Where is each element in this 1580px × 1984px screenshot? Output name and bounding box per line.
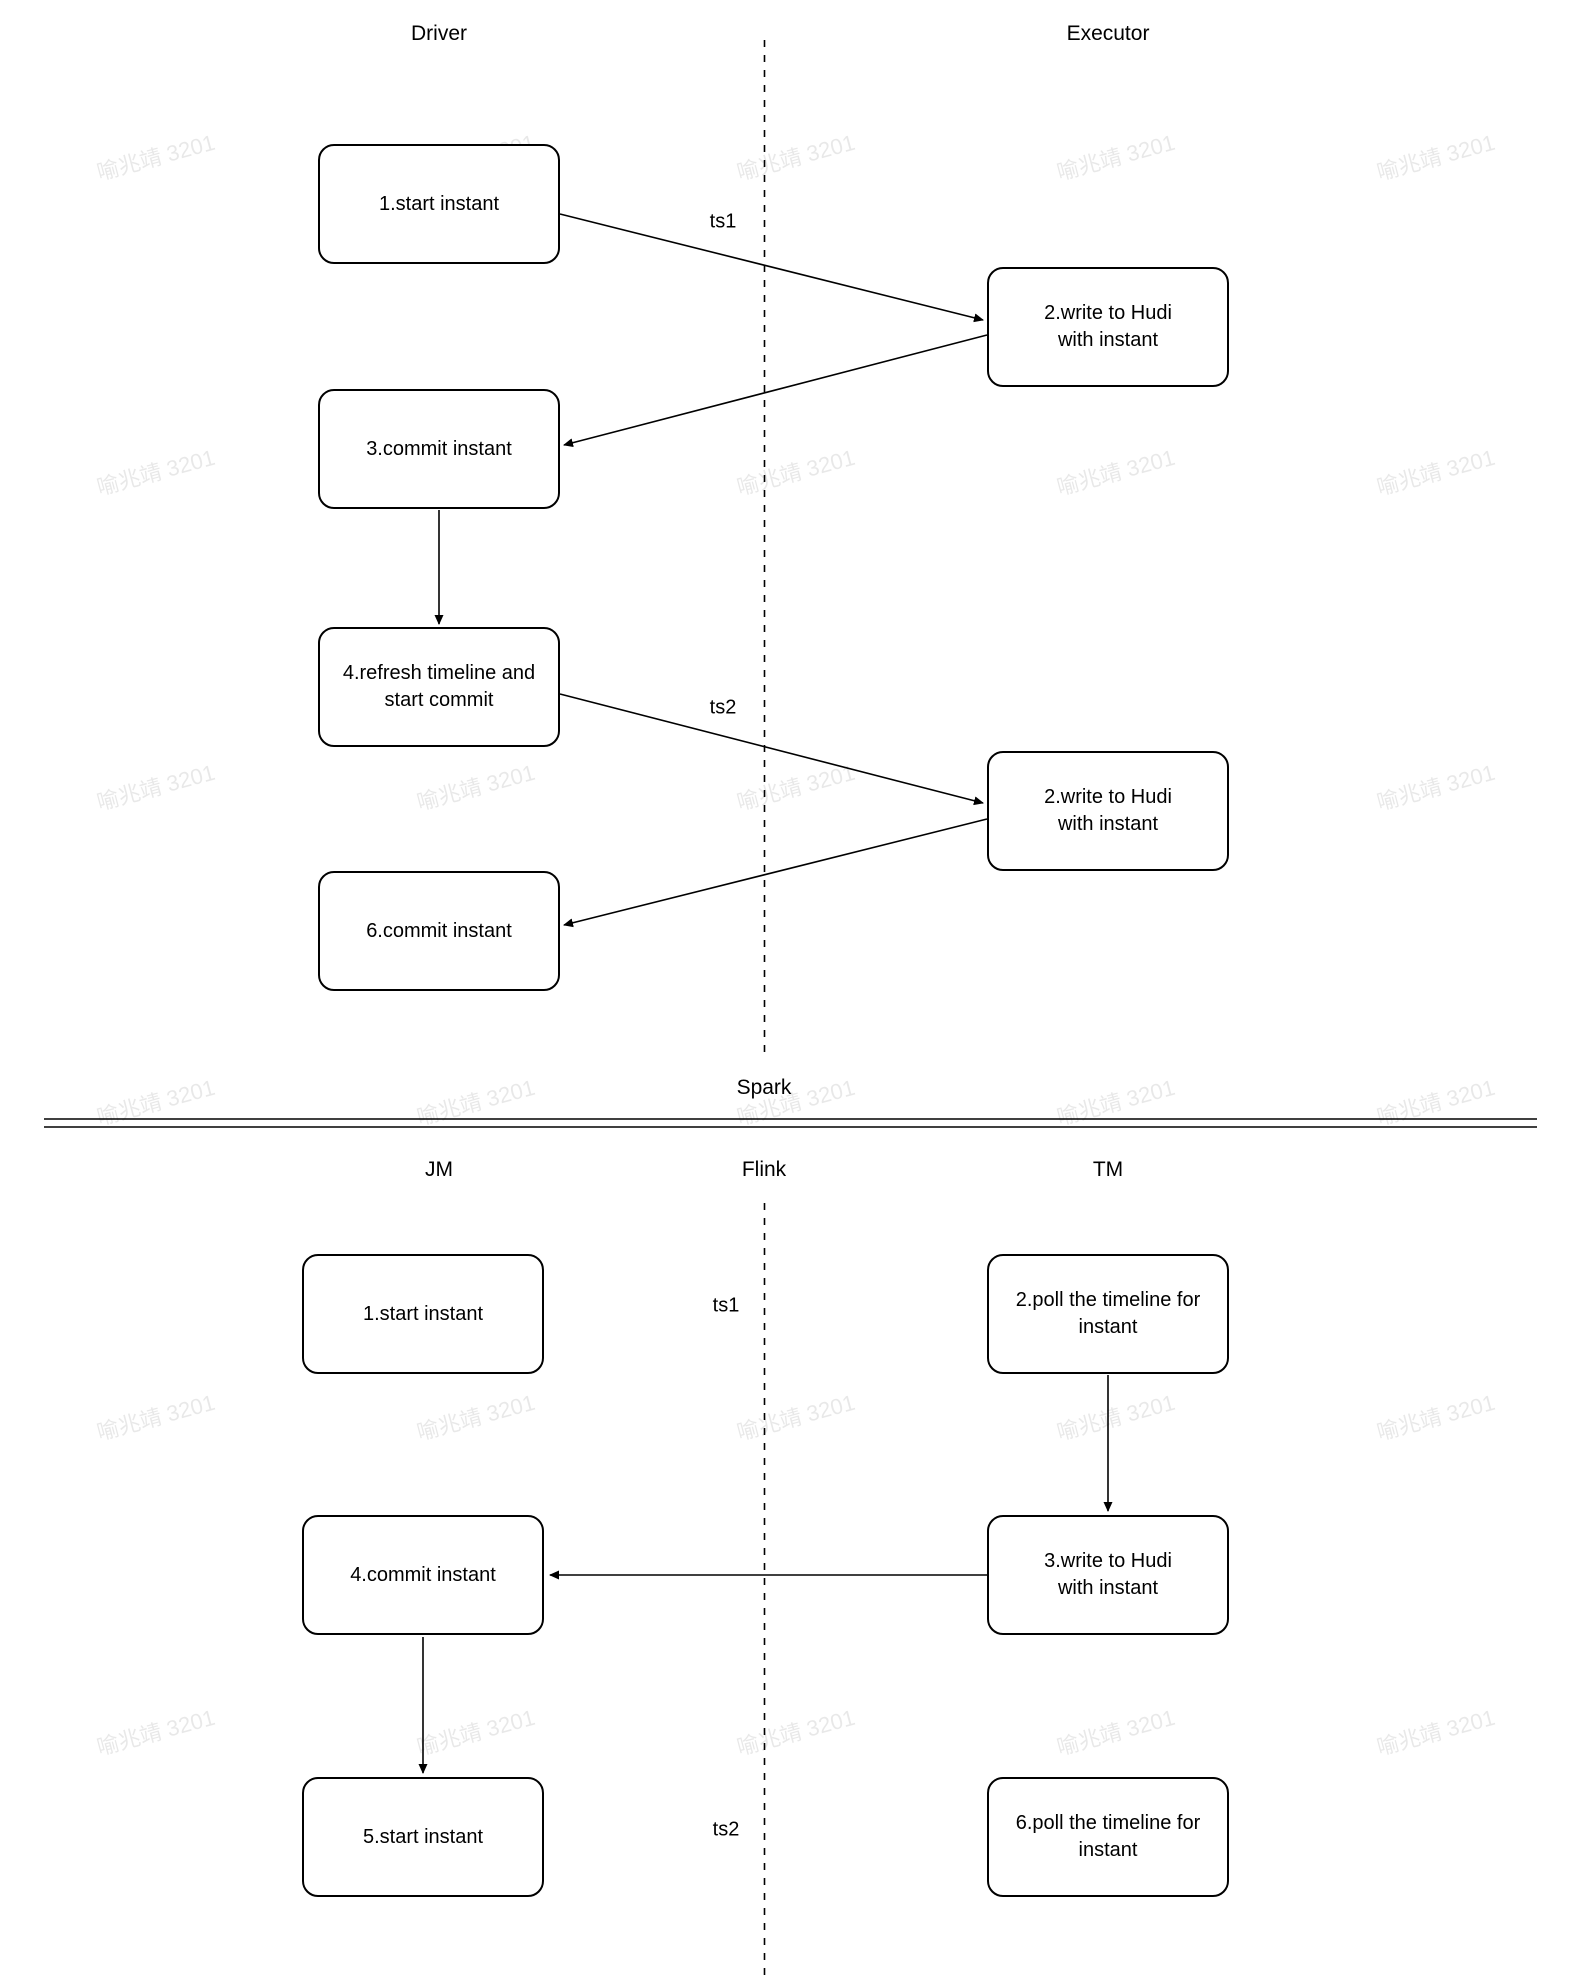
spark-node-4-refresh-timeline: 4.refresh timeline and start commit (318, 627, 560, 747)
arrow-start-instant-to-write-ts1 (559, 213, 984, 323)
watermark-text: 喻兆靖 3201 (734, 759, 858, 816)
watermark-text: 喻兆靖 3201 (734, 1704, 858, 1761)
node-label: 2.write to Hudi with instant (1044, 302, 1172, 351)
node-label: 3.commit instant (366, 437, 512, 460)
spark-section-label: Spark (736, 1076, 792, 1099)
watermark-text: 喻兆靖 3201 (94, 444, 218, 501)
node-label: 2.poll the timeline for instant (1015, 1289, 1201, 1338)
arrow-write-to-commit-instant (563, 334, 988, 448)
spark-node-3-commit-instant: 3.commit instant (318, 389, 560, 509)
spark-ts2-label: ts2 (705, 696, 741, 720)
watermark-text: 喻兆靖 3201 (1054, 1389, 1178, 1446)
watermark-text: 喻兆靖 3201 (734, 129, 858, 186)
watermark-text: 喻兆靖 3201 (1054, 129, 1178, 186)
node-label: 4.refresh timeline and start commit (342, 662, 536, 711)
spark-ts1-label: ts1 (705, 210, 741, 234)
node-label: 1.start instant (378, 192, 500, 215)
watermark-text: 喻兆靖 3201 (1374, 1704, 1498, 1761)
watermark-text: 喻兆靖 3201 (1054, 1074, 1178, 1131)
flink-jm-header: JM (425, 1158, 453, 1181)
node-label: 5.start instant (362, 1825, 484, 1848)
node-label: 1.start instant (362, 1302, 484, 1325)
watermark-text: 喻兆靖 3201 (1054, 444, 1178, 501)
watermark-text: 喻兆靖 3201 (94, 1074, 218, 1131)
watermark-text: 喻兆靖 3201 (414, 1704, 538, 1761)
flink-node-6-poll-timeline: 6.poll the timeline for instant (987, 1777, 1229, 1897)
watermark-text: 喻兆靖 3201 (1374, 759, 1498, 816)
watermark-text: 喻兆靖 3201 (414, 759, 538, 816)
watermark-text: 喻兆靖 3201 (1374, 1389, 1498, 1446)
spark-node-2-write-to-hudi: 2.write to Hudi with instant (987, 267, 1229, 387)
watermark-text: 喻兆靖 3201 (94, 1704, 218, 1761)
watermark-text: 喻兆靖 3201 (414, 1074, 538, 1131)
watermark-text: 喻兆靖 3201 (94, 759, 218, 816)
node-label: 6.commit instant (366, 919, 512, 942)
spark-node-5-write-to-hudi: 2.write to Hudi with instant (987, 751, 1229, 871)
watermark-text: 喻兆靖 3201 (1374, 1074, 1498, 1131)
watermark-text: 喻兆靖 3201 (94, 129, 218, 186)
watermark-text: 喻兆靖 3201 (414, 1389, 538, 1446)
flink-node-3-write-to-hudi: 3.write to Hudi with instant (987, 1515, 1229, 1635)
spark-executor-header: Executor (1066, 22, 1150, 45)
flink-node-1-start-instant: 1.start instant (302, 1254, 544, 1374)
arrow-write-to-commit-instant-2 (563, 818, 988, 928)
node-label: 2.write to Hudi with instant (1044, 786, 1172, 835)
watermark-text: 喻兆靖 3201 (1054, 1704, 1178, 1761)
node-label: 6.poll the timeline for instant (1015, 1812, 1201, 1861)
flink-section-header: Flink (741, 1158, 787, 1181)
watermark-text: 喻兆靖 3201 (1374, 129, 1498, 186)
flink-node-4-commit-instant: 4.commit instant (302, 1515, 544, 1635)
watermark-text: 喻兆靖 3201 (734, 444, 858, 501)
watermark-text: 喻兆靖 3201 (1374, 444, 1498, 501)
flink-ts1-label: ts1 (708, 1294, 744, 1318)
node-label: 3.write to Hudi with instant (1044, 1550, 1172, 1599)
watermark-text: 喻兆靖 3201 (94, 1389, 218, 1446)
watermark-text: 喻兆靖 3201 (734, 1389, 858, 1446)
flink-tm-header: TM (1092, 1158, 1124, 1181)
arrow-refresh-to-write-ts2 (559, 693, 984, 806)
flink-node-5-start-instant: 5.start instant (302, 1777, 544, 1897)
spark-node-6-commit-instant: 6.commit instant (318, 871, 560, 991)
node-label: 4.commit instant (350, 1563, 496, 1586)
spark-driver-header: Driver (411, 22, 467, 45)
flink-node-2-poll-timeline: 2.poll the timeline for instant (987, 1254, 1229, 1374)
spark-node-1-start-instant: 1.start instant (318, 144, 560, 264)
flink-ts2-label: ts2 (708, 1818, 744, 1842)
